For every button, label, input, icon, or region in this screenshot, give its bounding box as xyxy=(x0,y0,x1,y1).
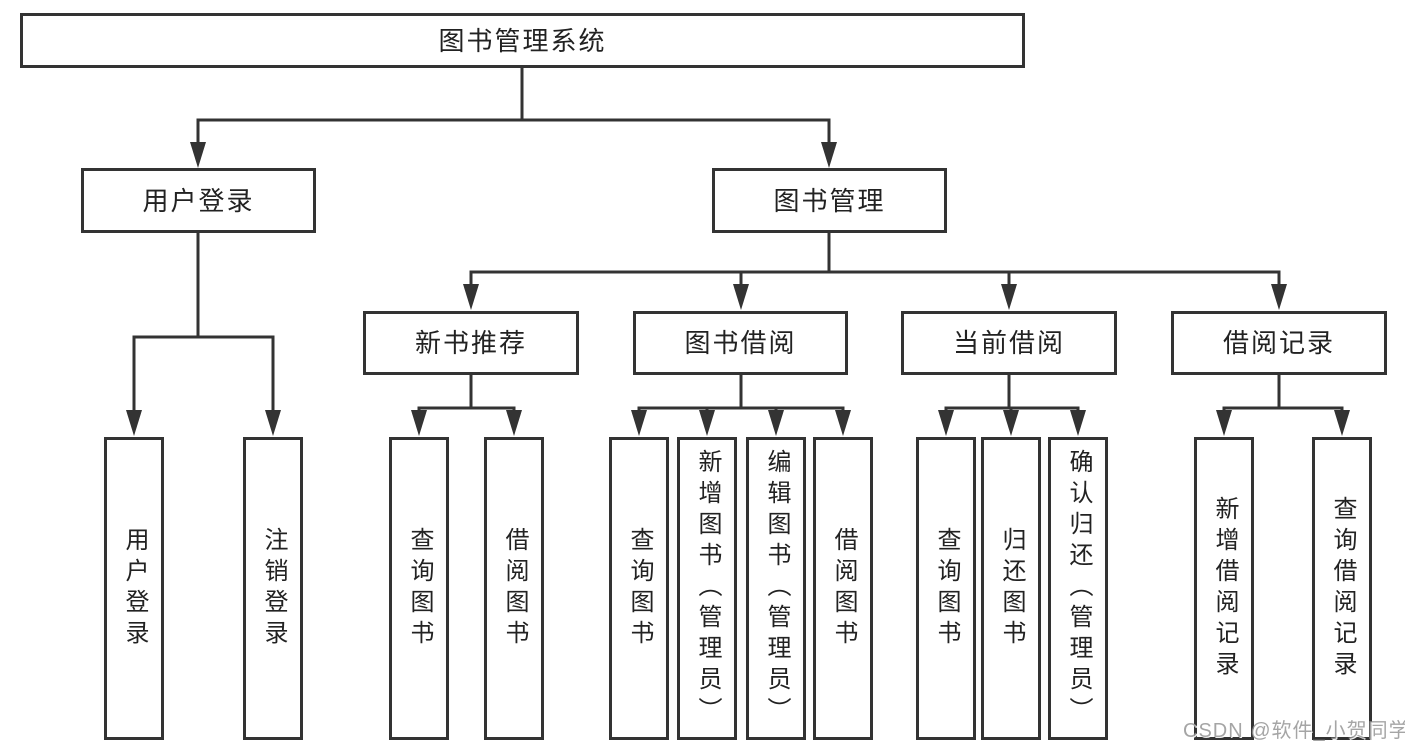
leaf-current-query-book: 查询图书 xyxy=(916,437,976,740)
leaf-edit-book-admin: 编辑图书（管理员） xyxy=(746,437,806,740)
node-root-system: 图书管理系统 xyxy=(20,13,1025,68)
node-current-borrow: 当前借阅 xyxy=(901,311,1117,375)
node-new-book-recommend: 新书推荐 xyxy=(363,311,579,375)
leaf-recommend-borrow-book: 借阅图书 xyxy=(484,437,544,740)
leaf-user-login: 用户登录 xyxy=(104,437,164,740)
csdn-watermark: CSDN @软件_小贺同学 xyxy=(1183,720,1405,742)
node-borrow-records: 借阅记录 xyxy=(1171,311,1387,375)
leaf-confirm-return-admin: 确认归还（管理员） xyxy=(1048,437,1108,740)
leaf-borrow-query-book: 查询图书 xyxy=(609,437,669,740)
node-book-borrow: 图书借阅 xyxy=(633,311,848,375)
leaf-add-book-admin: 新增图书（管理员） xyxy=(677,437,737,740)
leaf-recommend-query-book: 查询图书 xyxy=(389,437,449,740)
leaf-query-borrow-record: 查询借阅记录 xyxy=(1312,437,1372,740)
leaf-logout: 注销登录 xyxy=(243,437,303,740)
leaf-return-book: 归还图书 xyxy=(981,437,1041,740)
node-user-login: 用户登录 xyxy=(81,168,316,233)
node-book-management: 图书管理 xyxy=(712,168,947,233)
leaf-borrow-borrow-book: 借阅图书 xyxy=(813,437,873,740)
leaf-add-borrow-record: 新增借阅记录 xyxy=(1194,437,1254,740)
